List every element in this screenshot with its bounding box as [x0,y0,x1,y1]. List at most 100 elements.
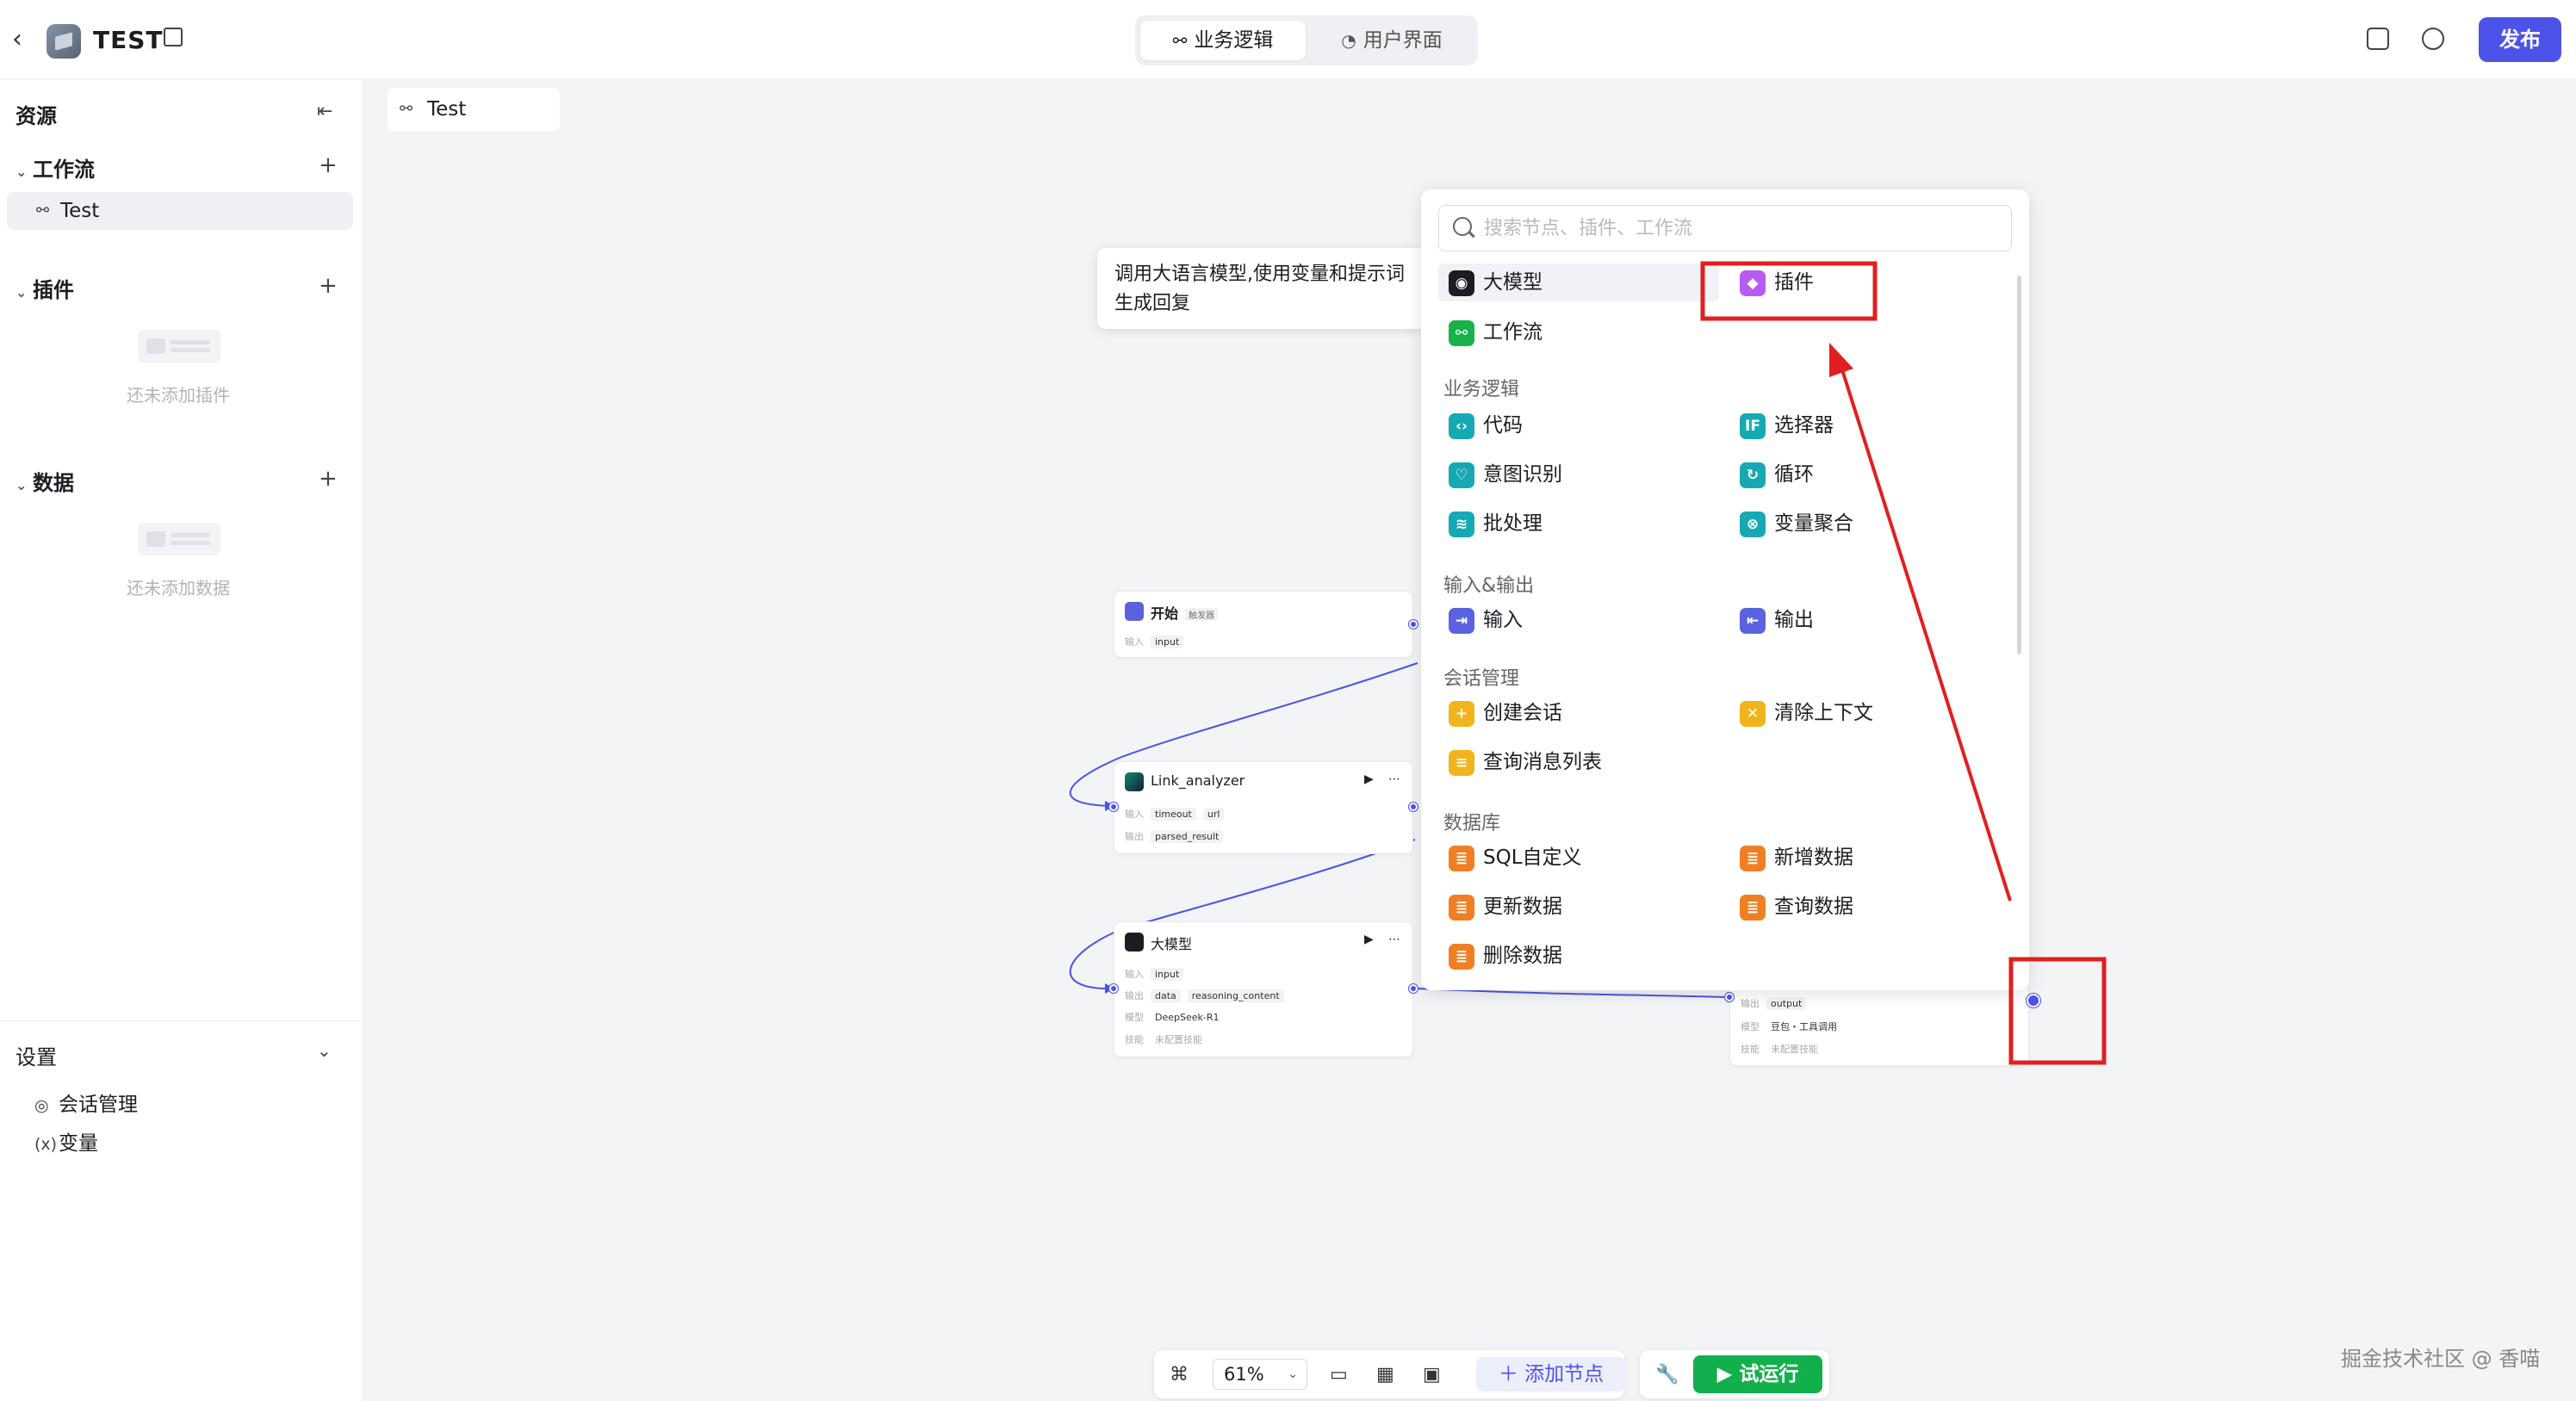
panel-item-insert-data[interactable]: ≣新增数据 [1729,839,1988,877]
query-messages-icon: ≡ [1449,750,1474,776]
add-data-icon[interactable]: + [319,466,338,492]
add-workflow-icon[interactable]: + [319,152,338,178]
zoom-select[interactable]: 61%⌄ [1213,1359,1307,1390]
search-input[interactable] [1484,213,2001,244]
database-delete-icon: ≣ [1449,944,1474,970]
panel-item-intent[interactable]: ♡意图识别 [1438,456,1719,493]
panel-item-plugin[interactable]: ◆插件 [1729,263,1988,301]
save-icon[interactable] [2367,28,2389,50]
panel-item-loop[interactable]: ↻循环 [1729,456,1988,493]
history-icon[interactable] [2422,28,2444,50]
sidebar-item-test[interactable]: ⚯Test [7,192,353,230]
node-skill-row: 技能未配置技能 [1741,1044,1818,1055]
node-search [1438,205,2012,251]
section-data[interactable]: ⌄数据 [16,471,74,495]
panel-item-output[interactable]: ⇤输出 [1729,601,1988,639]
panel-section-io: 输入&输出 [1443,575,1535,597]
output-port[interactable] [1409,984,1418,993]
chevron-down-icon[interactable]: ⌄ [317,1040,332,1061]
settings-header[interactable]: 设置 [16,1045,57,1069]
output-port[interactable] [1409,620,1418,629]
run-toolbar: 🔧 ▶ 试运行 [1640,1350,1829,1398]
search-icon [1453,217,1472,236]
panel-item-update-data[interactable]: ≣更新数据 [1438,888,1719,926]
run-node-icon[interactable]: ▶ [1364,933,1374,946]
publish-button[interactable]: 发布 [2479,17,2561,62]
section-plugins[interactable]: ⌄插件 [16,278,74,302]
panel-item-aggregate[interactable]: ⊗变量聚合 [1729,505,1988,542]
panel-item-workflow[interactable]: ⚯工作流 [1438,313,1719,351]
settings-item-variable[interactable]: (x)变量 [34,1132,98,1155]
panel-item-query-data[interactable]: ≣查询数据 [1729,888,1988,926]
app-title: TEST [93,26,164,54]
trigger-badge: 触发器 [1185,608,1219,621]
chevron-down-icon: ⌄ [16,477,28,493]
tab-user-interface[interactable]: ◔用户界面 [1311,21,1473,60]
mouse-mode-icon[interactable]: ⌘ [1170,1364,1189,1386]
panel-item-batch[interactable]: ≋批处理 [1438,505,1719,542]
tab-business-logic[interactable]: ⚯业务逻辑 [1140,21,1306,60]
comment-icon[interactable]: ▭ [1330,1364,1348,1386]
add-plugin-icon[interactable]: + [319,273,338,299]
layout-icon[interactable]: ▦ [1376,1364,1394,1386]
panel-item-llm[interactable]: ◉大模型 [1438,263,1719,301]
database-add-icon: ≣ [1740,846,1766,871]
workflow-icon: ⚯ [1172,30,1188,51]
view-tabs: ⚯业务逻辑 ◔用户界面 [1135,15,1478,65]
panel-item-clear-context[interactable]: ✕清除上下文 [1729,694,1988,732]
panel-item-input[interactable]: ⇥输入 [1438,601,1719,639]
database-update-icon: ≣ [1449,895,1474,921]
section-workflow[interactable]: ⌄工作流 [16,158,95,182]
play-icon: ▶ [1716,1363,1740,1386]
batch-icon: ≋ [1449,511,1474,537]
watermark: 掘金技术社区 @ 香喵 [2341,1347,2541,1371]
panel-item-sql[interactable]: ≣SQL自定义 [1438,839,1719,877]
more-icon[interactable]: ⋯ [1388,933,1400,946]
panel-scrollbar[interactable] [2017,276,2021,654]
if-icon: IF [1740,413,1766,439]
edit-icon[interactable] [164,28,183,46]
intent-icon: ♡ [1449,462,1474,488]
panel-item-code[interactable]: ‹›代码 [1438,406,1719,444]
canvas-tab-test[interactable]: ⚯Test [388,88,560,131]
llm-icon [1125,933,1144,952]
plugins-empty-text: 还未添加插件 [127,385,230,406]
run-node-icon[interactable]: ▶ [1364,772,1374,786]
canvas-toolbar: ⌘ 61%⌄ ▭ ▦ ▣ ＋ 添加节点 [1154,1350,1626,1398]
output-port[interactable] [1409,803,1418,811]
settings-item-conversation[interactable]: ◎会话管理 [34,1094,138,1116]
wrench-icon[interactable]: 🔧 [1655,1364,1679,1386]
code-icon: ‹› [1449,413,1474,439]
collapse-sidebar-icon[interactable]: ⇤ [317,101,333,122]
test-run-button[interactable]: ▶ 试运行 [1693,1355,1822,1393]
node-model-row: 模型豆包・工具调用 [1741,1021,1837,1032]
workflow-icon: ⚯ [400,100,413,118]
database-query-icon: ≣ [1740,895,1766,921]
panel-item-query-messages[interactable]: ≡查询消息列表 [1438,743,1719,781]
conversation-icon: ◎ [34,1096,49,1115]
output-icon: ⇤ [1740,608,1766,634]
panel-item-delete-data[interactable]: ≣删除数据 [1438,937,1719,975]
more-icon[interactable]: ⋯ [1388,772,1400,786]
input-port[interactable] [1109,984,1118,993]
loop-icon: ↻ [1740,462,1766,488]
panel-item-create-conversation[interactable]: +创建会话 [1438,694,1719,732]
add-node-port[interactable] [2027,994,2040,1007]
input-port[interactable] [1725,993,1734,1001]
back-icon[interactable]: ‹ [12,24,22,54]
add-node-button[interactable]: ＋ 添加节点 [1476,1357,1626,1392]
input-port[interactable] [1109,803,1118,811]
panel-section-conversation: 会话管理 [1443,668,1520,690]
minimap-icon[interactable]: ▣ [1423,1364,1441,1386]
node-title: 大模型 [1151,936,1193,952]
